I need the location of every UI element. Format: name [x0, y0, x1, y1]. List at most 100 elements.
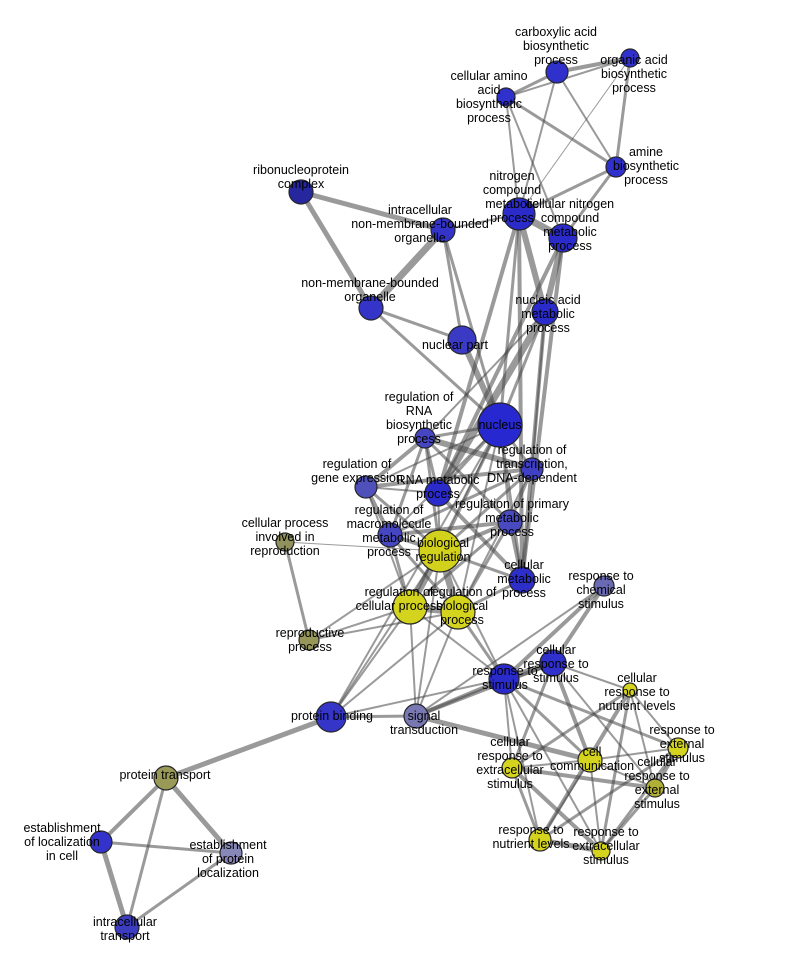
node-reg_cellular_process[interactable]	[392, 589, 428, 625]
node-reg_macromolecule_mp[interactable]	[377, 522, 403, 548]
node-amine_bp[interactable]	[605, 156, 627, 178]
edge-cell_communication--signal_transduction	[413, 713, 593, 763]
edge-cellular_amino_acid_bp--amine_bp	[504, 95, 618, 169]
edge-response_extracellular--cellular_response_extracellular	[510, 766, 603, 853]
node-nucleic_acid_mp[interactable]	[531, 298, 559, 326]
node-protein_transport[interactable]	[153, 765, 179, 791]
edge-reg_primary_mp--reg_cellular_process	[408, 520, 512, 609]
edge-reg_cellular_process--reproductive_process	[308, 606, 411, 641]
edge-protein_transport--establishment_protein_loc	[163, 775, 234, 856]
node-cellular_response_stimulus[interactable]	[539, 649, 567, 677]
node-nmb_organelle[interactable]	[358, 295, 384, 321]
node-label-protein_binding: protein binding	[291, 709, 373, 723]
node-cellular_amino_acid_bp[interactable]	[496, 87, 516, 107]
node-cellular_nitrogen_compound_mp[interactable]	[548, 223, 578, 253]
edge-cell_communication--cellular_response_extracellular	[511, 759, 591, 769]
edge-biological_regulation--signal_transduction	[415, 550, 441, 717]
edge-reg_rna_bp--reg_macromolecule_mp	[388, 436, 427, 537]
edge-ribonucleoprotein_complex--intracellular_nmb_organelle	[298, 189, 446, 233]
edge-response_extracellular--cellular_response_external	[599, 786, 657, 853]
edge-reg_cellular_process--protein_binding	[330, 606, 411, 718]
edge-reg_rna_bp--reg_gene_expression	[364, 436, 427, 489]
node-cellular_process_reproduction[interactable]	[275, 532, 295, 552]
edge-amine_bp--nitrogen_compound_mp	[517, 165, 618, 216]
node-reg_primary_mp[interactable]	[497, 509, 523, 535]
node-organic_acid_bp[interactable]	[620, 48, 640, 68]
edge-establishment_loc_in_cell--intracellular_transport	[98, 839, 130, 930]
node-response_nutrient_levels[interactable]	[528, 828, 552, 852]
edge-response_nutrient_levels--cellular_response_extracellular	[510, 766, 542, 842]
edge-reg_macromolecule_mp--reg_primary_mp	[388, 520, 512, 537]
edge-response_stimulus--response_nutrient_levels	[503, 678, 541, 841]
edge-response_stimulus--cell_communication	[502, 677, 592, 762]
node-cellular_response_external[interactable]	[645, 778, 665, 798]
edge-organic_acid_bp--nitrogen_compound_mp	[518, 57, 631, 215]
node-reg_gene_expression[interactable]	[354, 475, 378, 499]
edge-cellular_response_nutrient--response_external	[629, 689, 679, 749]
edge-cellular_amino_acid_bp--cellular_nitrogen_compound_mp	[505, 96, 564, 239]
node-carboxylic_acid_bp[interactable]	[545, 60, 569, 84]
edge-reg_transcription_dna--reg_gene_expression	[364, 467, 534, 489]
edge-cellular_response_stimulus--signal_transduction	[414, 661, 555, 718]
node-response_stimulus[interactable]	[488, 663, 520, 695]
node-reg_rna_bp[interactable]	[414, 427, 436, 449]
edge-reproductive_process--cellular_process_reproduction	[283, 540, 311, 642]
node-biological_regulation[interactable]	[418, 529, 462, 573]
edge-ribonucleoprotein_complex--nmb_organelle	[298, 189, 374, 311]
node-intracellular_nmb_organelle[interactable]	[430, 217, 456, 243]
edge-nucleus--reg_gene_expression	[365, 424, 501, 488]
edge-cellular_response_extracellular--cellular_response_external	[510, 766, 657, 790]
edge-nmb_organelle--nucleus	[369, 306, 502, 427]
node-ribonucleoprotein_complex[interactable]	[288, 179, 314, 205]
edge-reg_rna_bp--reg_transcription_dna	[422, 435, 535, 472]
edge-organic_acid_bp--cellular_amino_acid_bp	[505, 57, 631, 98]
edge-nmb_organelle--nuclear_part	[369, 306, 464, 342]
edge-cell_communication--response_extracellular	[589, 759, 602, 852]
node-response_external[interactable]	[667, 737, 689, 759]
edge-intracellular_nmb_organelle--nuclear_part	[441, 228, 464, 342]
node-cell_communication[interactable]	[577, 747, 603, 773]
node-response_chemical[interactable]	[593, 575, 615, 597]
node-establishment_loc_in_cell[interactable]	[89, 830, 113, 854]
node-rna_mp[interactable]	[424, 479, 452, 507]
node-signal_transduction[interactable]	[403, 703, 429, 729]
node-protein_binding[interactable]	[315, 701, 347, 733]
node-reg_transcription_dna[interactable]	[520, 457, 544, 481]
node-cellular_response_extracellular[interactable]	[501, 757, 523, 779]
node-establishment_protein_loc[interactable]	[219, 841, 243, 865]
node-intracellular_transport[interactable]	[114, 914, 140, 940]
edge-reg_biological_process--signal_transduction	[415, 611, 459, 717]
edges-layer	[98, 56, 680, 930]
edge-protein_binding--response_stimulus	[330, 678, 505, 718]
edge-cellular_amino_acid_bp--nitrogen_compound_mp	[505, 96, 520, 215]
edge-cellular_response_stimulus--cellular_response_external	[552, 662, 656, 789]
node-reproductive_process[interactable]	[298, 629, 320, 651]
node-response_extracellular[interactable]	[591, 841, 611, 861]
edge-reg_transcription_dna--reg_macromolecule_mp	[388, 467, 534, 537]
edge-cell_communication--response_external	[589, 747, 679, 761]
node-nuclear_part[interactable]	[447, 325, 477, 355]
edge-biological_regulation--protein_binding	[330, 550, 441, 718]
edge-response_nutrient_levels--response_external	[538, 746, 680, 842]
node-nitrogen_compound_mp[interactable]	[502, 197, 536, 231]
node-cellular_response_nutrient[interactable]	[622, 682, 638, 698]
node-nucleus[interactable]	[477, 402, 523, 448]
edge-establishment_loc_in_cell--establishment_protein_loc	[99, 840, 233, 855]
node-reg_biological_process[interactable]	[440, 594, 476, 630]
node-cellular_mp[interactable]	[508, 566, 536, 594]
